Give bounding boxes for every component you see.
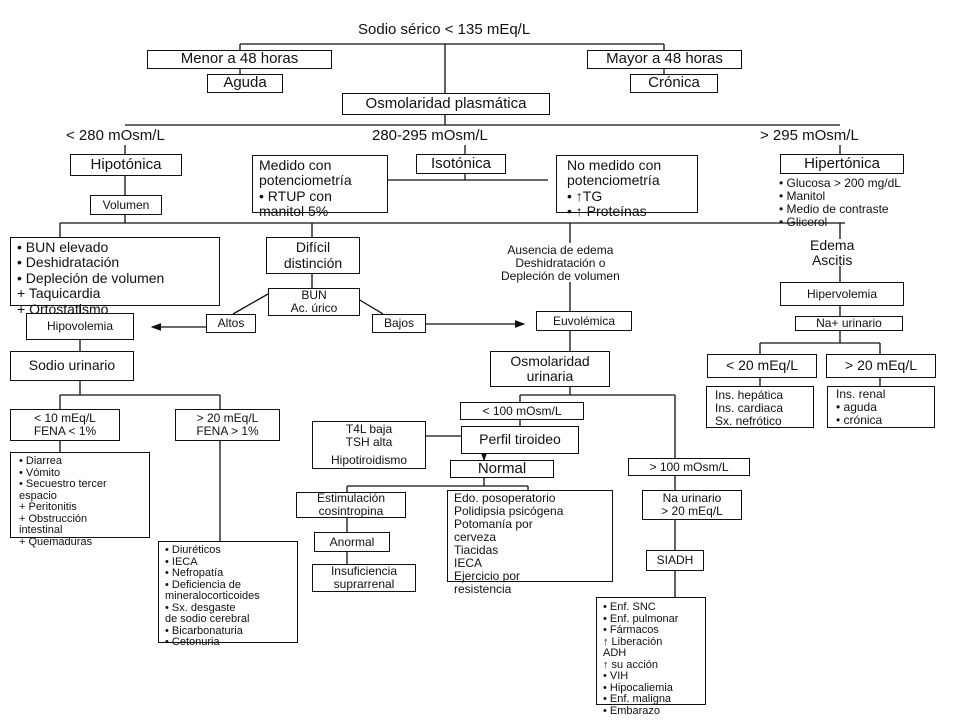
lt20-causes-box: Ins. hepática Ins. cardiaca Sx. nefrótic… [706, 386, 814, 428]
gt20-meq-box: > 20 mEq/L [826, 354, 936, 378]
root-title: Sodio sérico < 135 mEq/L [358, 21, 531, 38]
lt20-meq-box: < 20 mEq/L [707, 354, 817, 378]
edema-ascitis-label: Edema Ascitis [810, 237, 855, 269]
siadh-cause: • Enf. pulmonar [603, 612, 679, 625]
extrarenal-cause: • Secuestro tercer espacio [19, 478, 107, 502]
extrarenal-causes-box: • Diarrea • Vómito • Secuestro tercer es… [10, 452, 150, 547]
anormal-box: Anormal [314, 532, 390, 552]
hipertonica-cause: • Medio de contraste [779, 201, 889, 216]
hipovolemia-sign: • Deshidratación [17, 254, 120, 271]
bajos-box: Bajos [372, 314, 426, 333]
hipovolemia-box: Hipovolemia [26, 313, 134, 340]
bun-acurico-box: BUN Ac. úrico [268, 288, 360, 316]
branch-low-label: < 280 mOsm/L [66, 127, 165, 144]
edo-causes-box: Edo. posoperatorio Polidipsia psicógena … [447, 490, 613, 595]
hipovolemia-sign: + Ortostatismo [17, 300, 109, 317]
na-urinario-gt20-box: Na urinario > 20 mEq/L [642, 490, 742, 520]
renal-cause: • IECA [165, 555, 198, 568]
branch-high-label: > 295 mOsm/L [760, 127, 859, 144]
ausencia-edema-label: Ausencia de edema Deshidratación o Deple… [501, 243, 620, 283]
renal-cause: • Nefropatía [165, 567, 224, 580]
sodio-urinario-box: Sodio urinario [10, 351, 134, 381]
aguda-box: Aguda [207, 74, 283, 93]
siadh-cause: ↑ Liberación ADH [603, 635, 663, 660]
extrarenal-cause: + Peritonitis [19, 501, 77, 514]
cronica-box: Crónica [630, 74, 718, 93]
siadh-cause: • Hipocaliemia [603, 681, 673, 694]
hipotonica-box: Hipotónica [70, 154, 182, 176]
renal-causes-box: • Diuréticos • IECA • Nefropatía • Defic… [158, 541, 298, 648]
hipovolemia-sign: + Taquicardia [17, 285, 101, 302]
extrarenal-cause: + Quemaduras [19, 535, 93, 548]
siadh-cause: • Enf. maligna [603, 693, 672, 706]
renal-cause: • Deficiencia de mineralocorticoides [165, 578, 260, 603]
medido-box: Medido con potenciometría • RTUP con man… [252, 155, 388, 219]
hipervolemia-box: Hipervolemia [780, 282, 904, 306]
hipovolemia-signs-box: • BUN elevado • Deshidratación • Depleci… [10, 237, 220, 316]
hipertonica-cause: • Glicerol [779, 214, 828, 229]
hipertonica-cause: • Manitol [779, 188, 826, 203]
na-urinario-box: Na+ urinario [795, 316, 903, 331]
menor-48-box: Menor a 48 horas [147, 50, 332, 69]
siadh-cause: ↑ su acción [603, 658, 659, 671]
extrarenal-cause: • Diarrea [19, 455, 62, 467]
t4l-label: T4L baja TSH alta [345, 421, 393, 449]
gt20-fena-box: > 20 mEq/L FENA > 1% [175, 409, 280, 441]
osmolaridad-plasmatica-box: Osmolaridad plasmática [342, 93, 550, 115]
t4l-tsh-box: T4L baja TSH alta Hipotiroidismo [312, 421, 426, 469]
branch-mid-label: 280-295 mOsm/L [372, 127, 488, 144]
siadh-causes-box: • Enf. SNC • Enf. pulmonar • Fármacos ↑ … [596, 597, 706, 716]
siadh-cause: • Enf. SNC [603, 601, 656, 613]
gt20-causes-box: Ins. renal • aguda • crónica [827, 386, 935, 428]
siadh-cause: • Fármacos [603, 624, 659, 637]
osmolaridad-urinaria-box: Osmolaridad urinaria [490, 351, 610, 387]
lt100-box: < 100 mOsm/L [460, 402, 584, 420]
no-medido-box: No medido con potenciometría • ↑TG • ↑ P… [556, 155, 698, 219]
euvolemica-box: Euvolémica [536, 311, 632, 331]
normal-box: Normal [450, 460, 554, 478]
renal-cause: • Cetonuria [165, 636, 220, 649]
siadh-cause: • VIH [603, 670, 629, 683]
volumen-box: Volumen [90, 195, 162, 215]
hipertonica-cause: • Glucosa > 200 mg/dL [779, 176, 901, 190]
insuficiencia-box: Insuficiencia suprarrenal [312, 564, 416, 592]
gt100-box: > 100 mOsm/L [628, 458, 750, 476]
isotonica-box: Isotónica [416, 154, 506, 174]
estimulacion-box: Estimulación cosintropina [296, 492, 406, 518]
hipertonica-causes: • Glucosa > 200 mg/dL • Manitol • Medio … [779, 177, 901, 229]
mayor-48-box: Mayor a 48 horas [587, 50, 742, 69]
hipotiroidismo-label: Hipotiroidismo [330, 453, 408, 468]
altos-box: Altos [206, 314, 256, 333]
dificil-distincion-box: Difícil distinción [266, 237, 360, 274]
hipovolemia-sign: • BUN elevado [17, 239, 109, 255]
extrarenal-cause: • Vómito [19, 466, 61, 479]
siadh-box: SIADH [646, 550, 704, 571]
renal-cause: • Sx. desgaste de sodio cerebral [165, 601, 250, 626]
hipovolemia-sign: • Depleción de volumen [17, 269, 165, 286]
hipertonica-box: Hipertónica [780, 154, 904, 174]
lt10-fena-box: < 10 mEq/L FENA < 1% [10, 409, 120, 441]
perfil-tiroideo-box: Perfil tiroideo [461, 426, 579, 454]
siadh-cause: • Embarazo [603, 704, 661, 717]
renal-cause: • Diuréticos [165, 544, 221, 556]
renal-cause: • Bicarbonaturia [165, 624, 243, 637]
extrarenal-cause: + Obstrucción intestinal [19, 512, 88, 537]
